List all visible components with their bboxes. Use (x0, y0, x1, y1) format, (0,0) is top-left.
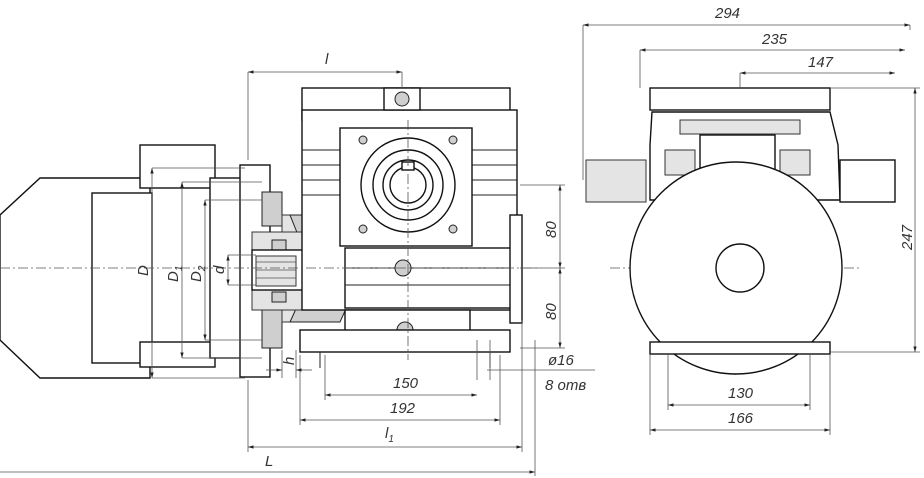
label-8-holes: 8 отв (545, 377, 586, 394)
label-L: L (265, 453, 273, 470)
label-130: 130 (728, 385, 754, 402)
label-D: D (135, 265, 152, 276)
label-294: 294 (714, 5, 740, 22)
label-147: 147 (808, 54, 834, 71)
label-l1: l1 (385, 425, 394, 445)
gearbox-front (299, 87, 523, 368)
label-d: d (211, 265, 228, 274)
label-150: 150 (393, 375, 419, 392)
dimensions-right (582, 23, 920, 435)
label-80-lower: 80 (543, 303, 560, 320)
dimension-labels: 294 235 147 247 l 80 80 ø16 8 отв 150 19… (135, 5, 916, 470)
motor-body (0, 144, 271, 379)
label-80-upper: 80 (543, 221, 560, 238)
label-D2: D2 (188, 265, 208, 282)
label-h: h (281, 357, 298, 365)
label-192: 192 (390, 400, 416, 417)
label-247: 247 (899, 224, 916, 251)
dimensions-left (0, 70, 595, 476)
gearbox-side (585, 87, 896, 375)
label-l-top: l (325, 51, 329, 68)
label-166: 166 (728, 410, 754, 427)
label-235: 235 (761, 31, 788, 48)
label-phi16: ø16 (548, 352, 575, 369)
label-D1: D1 (165, 266, 185, 282)
